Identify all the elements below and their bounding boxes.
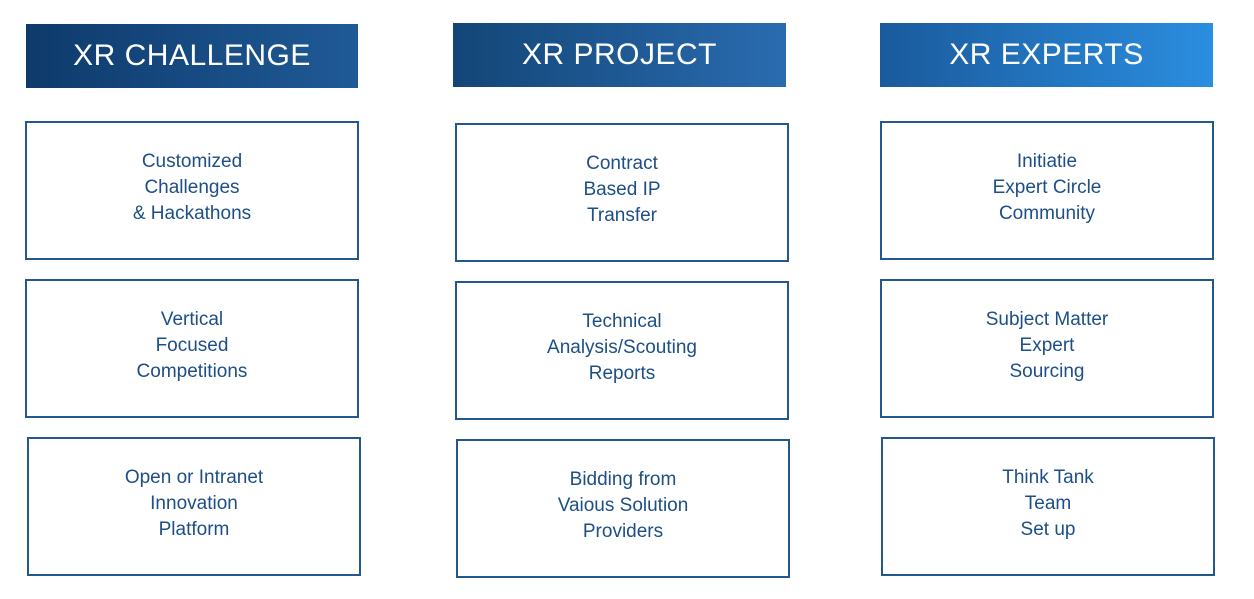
box-line: Technical xyxy=(582,311,662,332)
box-vertical-competitions: Vertical Focused Competitions xyxy=(25,279,359,418)
box-line: Contract xyxy=(586,153,658,174)
box-bidding-providers: Bidding from Vaious Solution Providers xyxy=(456,439,790,578)
box-expert-sourcing: Subject Matter Expert Sourcing xyxy=(880,279,1214,418)
box-line: Providers xyxy=(582,521,664,542)
box-customized-challenges: Customized Challenges & Hackathons xyxy=(25,121,359,260)
box-line: Platform xyxy=(158,519,230,540)
box-line: Sourcing xyxy=(1009,361,1085,382)
box-line: Innovation xyxy=(150,493,238,514)
box-line: Based IP xyxy=(583,179,661,200)
box-line: Reports xyxy=(588,363,656,384)
box-technical-reports: Technical Analysis/Scouting Reports xyxy=(455,281,789,420)
box-line: Customized xyxy=(141,151,243,172)
box-line: Subject Matter xyxy=(985,309,1109,330)
box-ip-transfer: Contract Based IP Transfer xyxy=(455,123,789,262)
box-line: Vaious Solution xyxy=(557,495,689,516)
box-line: Vertical xyxy=(160,309,224,330)
box-line: Think Tank xyxy=(1002,467,1094,488)
box-think-tank: Think Tank Team Set up xyxy=(881,437,1215,576)
box-line: Expert xyxy=(1019,335,1075,356)
box-line: Challenges xyxy=(144,177,240,198)
box-line: Expert Circle xyxy=(992,177,1102,198)
box-line: Open or Intranet xyxy=(124,467,264,488)
box-line: Analysis/Scouting xyxy=(547,337,697,358)
header-xr-experts: XR EXPERTS xyxy=(880,23,1213,87)
box-line: Transfer xyxy=(586,205,658,226)
box-line: Community xyxy=(998,203,1096,224)
box-line: Competitions xyxy=(136,361,248,382)
box-line: Focused xyxy=(155,335,229,356)
box-expert-community: Initiatie Expert Circle Community xyxy=(880,121,1214,260)
box-innovation-platform: Open or Intranet Innovation Platform xyxy=(27,437,361,576)
header-xr-challenge: XR CHALLENGE xyxy=(26,24,358,88)
header-xr-project: XR PROJECT xyxy=(453,23,786,87)
box-line: Team xyxy=(1024,493,1072,514)
box-line: Bidding from xyxy=(569,469,677,490)
box-line: Initiatie xyxy=(1016,151,1078,172)
box-line: Set up xyxy=(1020,519,1076,540)
box-line: & Hackathons xyxy=(132,203,252,224)
